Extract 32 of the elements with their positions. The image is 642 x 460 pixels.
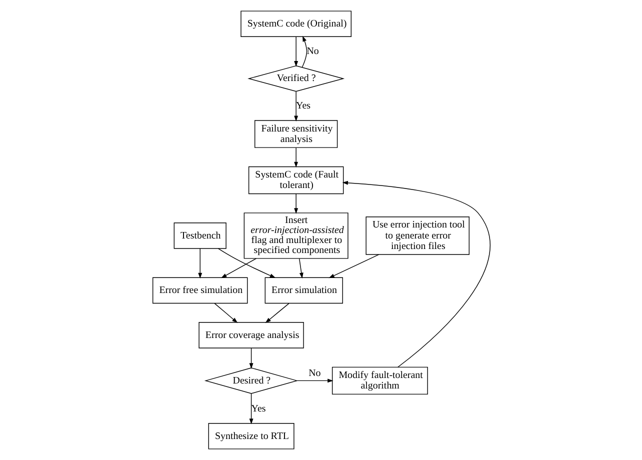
- node-box: SystemC code (Original): [240, 10, 352, 38]
- node-box: Testbench: [173, 222, 226, 249]
- arrow: [294, 36, 298, 67]
- node-diamond: Verified ?: [247, 65, 344, 92]
- node-diamond: Desired ?: [204, 368, 298, 394]
- node-box: Failure sensitivity analysis: [254, 120, 338, 148]
- node-box: Error free simulation: [152, 277, 248, 304]
- node-box: Synthesize to RTL: [208, 422, 294, 450]
- arrow: [296, 378, 333, 383]
- node-box: Modify fault-tolerant algorithm: [331, 366, 428, 395]
- arrow: [248, 348, 253, 369]
- node-box: SystemC code (Fault tolerant): [248, 166, 344, 194]
- arrow: [294, 193, 298, 214]
- node-box: Use error injection tool to generate error injection files: [365, 216, 469, 255]
- arrow: [301, 36, 307, 68]
- arrow: [220, 258, 256, 278]
- arrow: [328, 254, 379, 278]
- arrow: [248, 393, 253, 424]
- arrow: [214, 303, 238, 323]
- arrow: [298, 258, 303, 278]
- node-box: Error coverage analysis: [198, 322, 304, 348]
- node-box: Insert error-injection-assisted flag and multiplexer to specified components: [243, 212, 348, 259]
- arrow: [294, 91, 298, 122]
- arrow: [264, 303, 289, 323]
- node-box: Error simulation: [264, 277, 342, 304]
- arrow: [217, 248, 276, 278]
- edge-label: Yes: [250, 403, 266, 414]
- arrow: [342, 180, 490, 368]
- arrow: [294, 147, 298, 168]
- edge-label: No: [306, 46, 318, 57]
- arrow: [198, 248, 202, 279]
- edge-label: No: [308, 368, 320, 379]
